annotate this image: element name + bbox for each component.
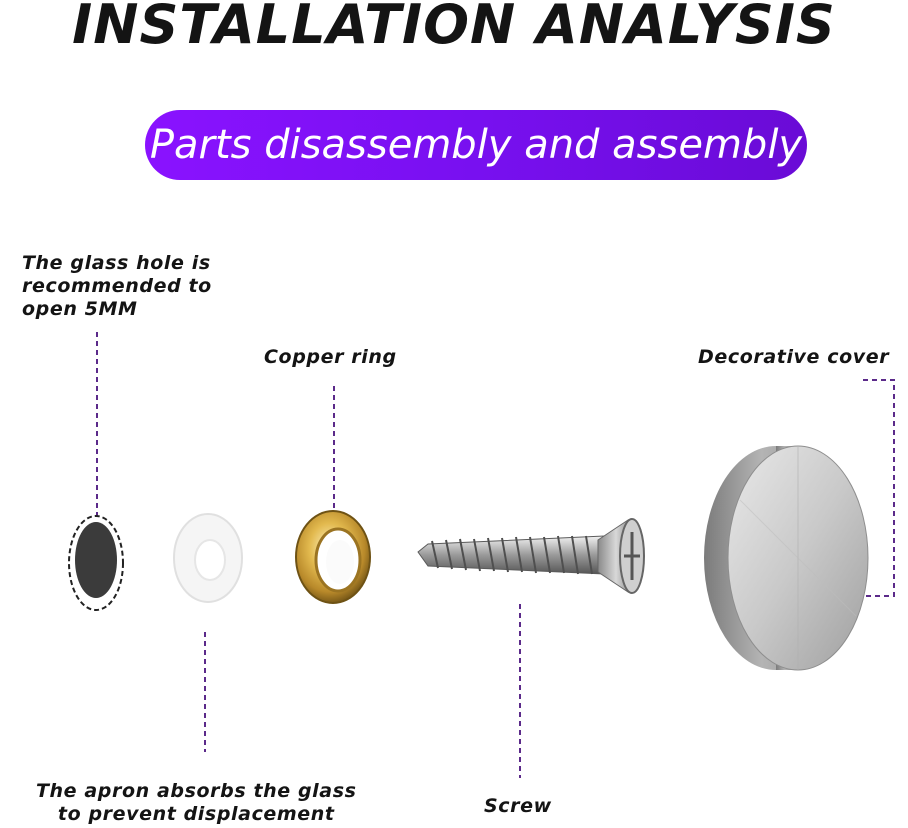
page-title: INSTALLATION ANALYSIS	[72, 0, 836, 56]
copper-ring-icon	[295, 510, 371, 604]
screw-icon	[417, 518, 645, 594]
apron-label: The apron absorbs the glass to prevent d…	[36, 780, 357, 825]
copper-ring-label: Copper ring	[264, 346, 397, 368]
screw-label: Screw	[484, 795, 552, 817]
subtitle-banner: Parts disassembly and assembly	[145, 110, 807, 180]
decorative-cover-label: Decorative cover	[698, 346, 890, 368]
decorative-cover-icon	[704, 445, 869, 671]
leader-lines	[96, 332, 895, 778]
glass-hole-label: The glass hole is recommended to open 5M…	[22, 252, 212, 320]
white-washer-icon	[173, 513, 243, 603]
glass-hole-icon	[68, 515, 124, 611]
